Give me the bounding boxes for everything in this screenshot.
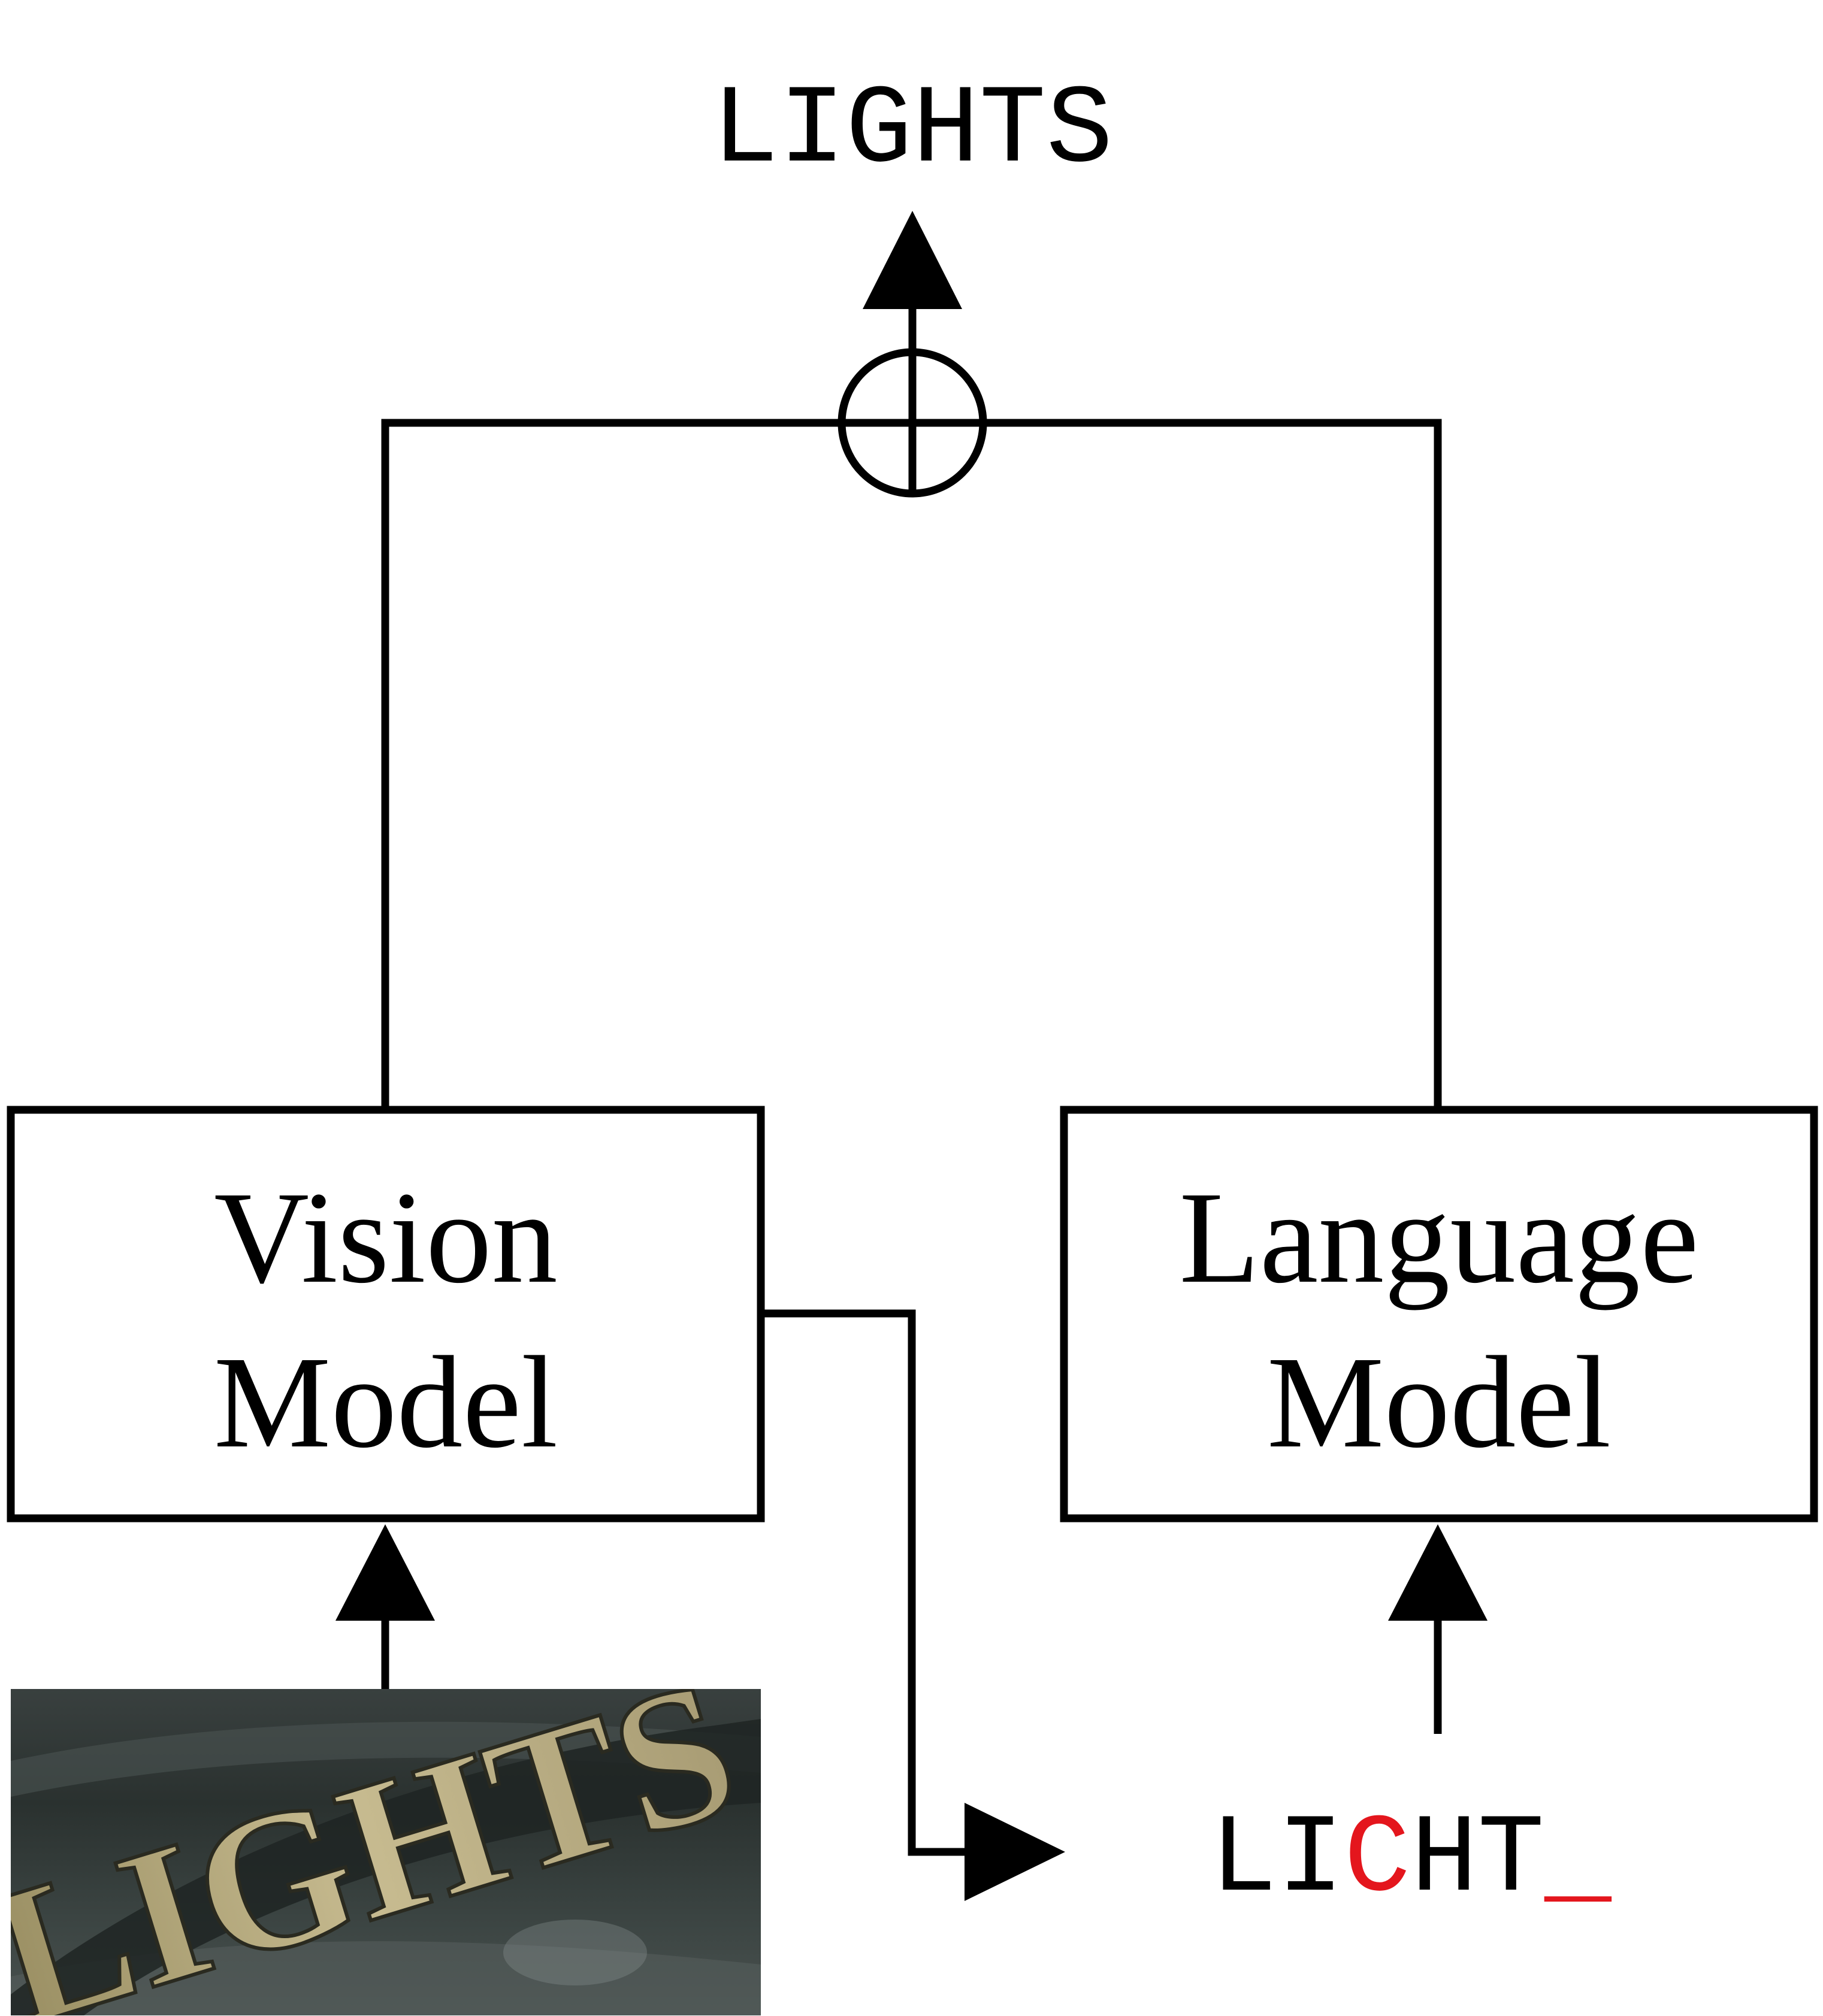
vision-to-prediction-line — [761, 1309, 982, 1856]
prediction-char: I — [1277, 1797, 1344, 1923]
image-arrow-head — [335, 1524, 435, 1621]
vision-to-fusion-line — [381, 419, 841, 1110]
prediction-char: L — [1210, 1797, 1277, 1923]
prediction-char-error: C — [1344, 1797, 1411, 1923]
prediction-char: H — [1411, 1797, 1478, 1923]
vision-prediction-text: LICHT_ — [1210, 1797, 1612, 1923]
language-model-box: Language Model — [1060, 1106, 1818, 1522]
fusion-operator-icon — [838, 348, 987, 498]
prediction-arrow-head — [965, 1803, 1065, 1901]
output-text: LIGHTS — [712, 68, 1113, 194]
language-arrow-head — [1388, 1524, 1488, 1621]
vision-model-label-line2: Model — [214, 1329, 558, 1475]
prediction-char: T — [1478, 1797, 1545, 1923]
vision-model-box: Vision Model — [7, 1106, 765, 1522]
language-model-label-line1: Language — [1179, 1164, 1698, 1310]
input-scene-image: LIGHTS — [11, 1689, 761, 2015]
language-to-fusion-line — [984, 419, 1442, 1110]
prediction-char-error: _ — [1544, 1797, 1612, 1923]
language-model-label-line2: Model — [1267, 1329, 1611, 1475]
output-arrow-head — [863, 211, 962, 309]
vision-model-label-line1: Vision — [214, 1164, 558, 1310]
